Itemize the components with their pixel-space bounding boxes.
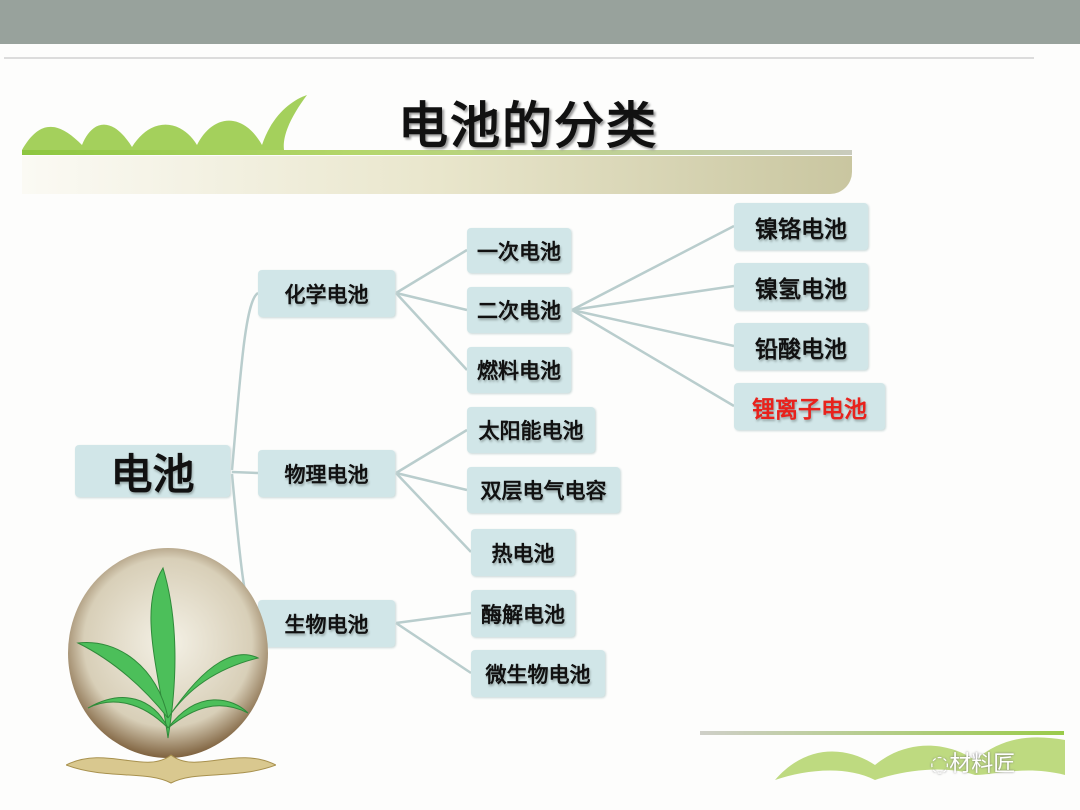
top-bar xyxy=(0,0,1080,44)
vine-ornament-top xyxy=(22,95,307,150)
node-thermal-battery: 热电池 xyxy=(471,529,575,576)
node-solar-cell: 太阳能电池 xyxy=(467,407,595,453)
node-nickel-hydrogen-battery: 镍氢电池 xyxy=(734,263,868,310)
vine-ornament-bottom xyxy=(775,737,1065,780)
title-underline xyxy=(22,150,852,155)
plant-image xyxy=(68,548,268,758)
node-physical-battery: 物理电池 xyxy=(258,450,395,497)
watermark-text: 材料匠 xyxy=(949,752,1016,777)
ornament-bottom-left xyxy=(66,754,276,784)
divider xyxy=(4,57,1034,59)
node-lead-acid-battery: 铅酸电池 xyxy=(734,323,868,370)
node-battery-root: 电池 xyxy=(75,445,230,499)
node-microbial-battery: 微生物电池 xyxy=(471,650,605,697)
wechat-icon: ◌ xyxy=(930,752,950,777)
node-enzyme-battery: 酶解电池 xyxy=(471,590,575,637)
node-chemical-battery: 化学电池 xyxy=(258,270,395,317)
node-biological-battery: 生物电池 xyxy=(258,600,395,647)
node-lithium-ion-battery: 锂离子电池 xyxy=(734,383,885,430)
node-nickel-chromium-battery: 镍铬电池 xyxy=(734,203,868,250)
node-primary-battery: 一次电池 xyxy=(467,228,571,273)
watermark: ◌材料匠 xyxy=(930,746,1015,778)
plant-leaves xyxy=(76,566,260,739)
node-secondary-battery: 二次电池 xyxy=(467,287,571,333)
node-double-layer-capacitor: 双层电气电容 xyxy=(467,467,620,513)
title-banner xyxy=(22,156,852,194)
page-title: 电池的分类 xyxy=(398,97,658,155)
node-fuel-cell: 燃料电池 xyxy=(467,347,571,393)
bottom-line xyxy=(700,731,1064,735)
